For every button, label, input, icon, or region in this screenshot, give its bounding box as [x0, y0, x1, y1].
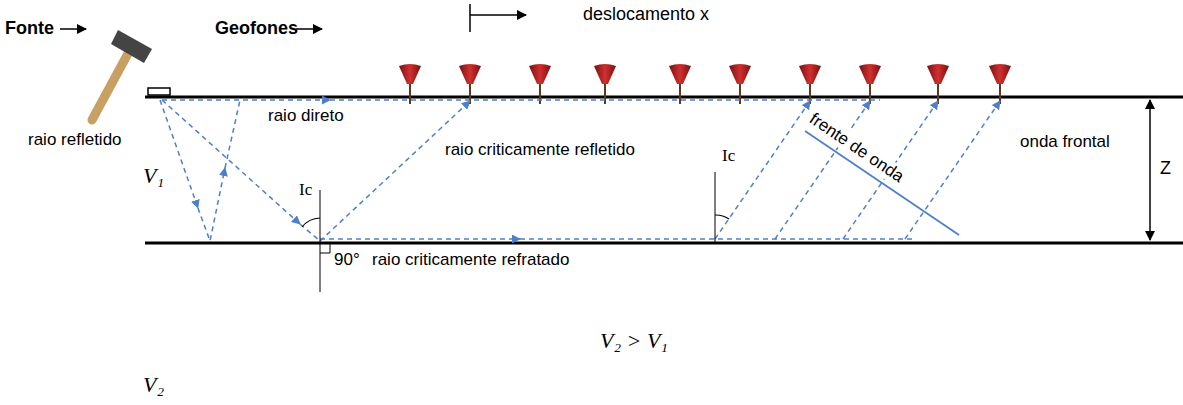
geophone-symbol: [529, 64, 551, 104]
geophone-body: [669, 64, 691, 84]
diagram-label: raio direto: [268, 106, 344, 126]
refracted-ray: [320, 238, 520, 240]
geophone-spike: [937, 84, 939, 104]
pointer-arrow: [60, 28, 86, 30]
diagram-label: Fonte: [5, 18, 54, 39]
geophone-body: [799, 64, 821, 84]
geophone-symbol: [729, 64, 751, 104]
geophone-body: [729, 64, 751, 84]
wavefront-line: [805, 131, 959, 235]
right-angle-mark: [320, 243, 330, 253]
geophone-body: [989, 64, 1011, 84]
angle-arc: [302, 218, 320, 227]
surface-line: [145, 96, 1183, 99]
geophone-spike: [809, 84, 811, 104]
hammer-head: [111, 30, 152, 63]
pointer-arrow: [296, 28, 322, 30]
geophone-symbol: [799, 64, 821, 104]
head-wave-ray: [905, 101, 1000, 239]
angle-arc: [715, 215, 729, 219]
diagram-label: raio refletido: [28, 130, 122, 150]
geophone-symbol: [927, 64, 949, 104]
diagram-label: V₂ > V₁: [600, 328, 668, 353]
reflected-ray: [225, 100, 240, 168]
diagram-label: deslocamento x: [583, 4, 709, 25]
diagram-label: onda frontal: [1020, 132, 1110, 152]
normal-line: [320, 190, 321, 292]
geophone-symbol: [859, 64, 881, 104]
geophone-symbol: [594, 64, 616, 104]
geophone-symbol: [399, 64, 421, 104]
geophone-symbol: [669, 64, 691, 104]
geophone-symbol: [989, 64, 1011, 104]
diagram-label: V₂: [143, 372, 164, 397]
diagram-label: 90°: [334, 250, 360, 270]
head-wave-ray: [715, 101, 810, 239]
diagram-label: V₁: [143, 163, 164, 188]
source-plate: [148, 88, 170, 95]
geophone-spike: [739, 84, 741, 104]
geophone-spike: [409, 84, 411, 104]
geophone-spike: [604, 84, 606, 104]
normal-line: [715, 172, 716, 243]
geophone-spike: [539, 84, 541, 104]
thickness-arrow: [1149, 100, 1151, 240]
direct-ray: [330, 99, 880, 101]
geophone-body: [859, 64, 881, 84]
offset-tick: [469, 4, 471, 32]
diagram-label: raio criticamente refratado: [372, 250, 569, 270]
direct-ray: [162, 99, 330, 101]
geophone-body: [459, 64, 481, 84]
reflected-ray: [198, 168, 225, 241]
geophone-spike: [999, 84, 1001, 104]
diagram-label: Z: [1160, 158, 1171, 179]
diagram-label: Ic: [722, 146, 735, 166]
geophone-symbol: [459, 64, 481, 104]
geophone-row: [399, 64, 1011, 104]
reflected-ray: [160, 100, 198, 208]
refracted-ray: [520, 238, 915, 240]
hammer-handle: [92, 48, 131, 120]
ray-paths: [160, 100, 1000, 241]
offset-arrow: [470, 14, 526, 16]
diagram-label: Ic: [299, 180, 312, 200]
geophone-spike: [469, 84, 471, 104]
geophone-body: [399, 64, 421, 84]
diagram-label: Geofones: [215, 18, 298, 39]
geophone-body: [927, 64, 949, 84]
geophone-spike: [679, 84, 681, 104]
interface-line: [145, 242, 1183, 245]
geophone-spike: [869, 84, 871, 104]
diagram-label: raio criticamente refletido: [445, 140, 635, 160]
geophone-body: [529, 64, 551, 84]
geophone-body: [594, 64, 616, 84]
